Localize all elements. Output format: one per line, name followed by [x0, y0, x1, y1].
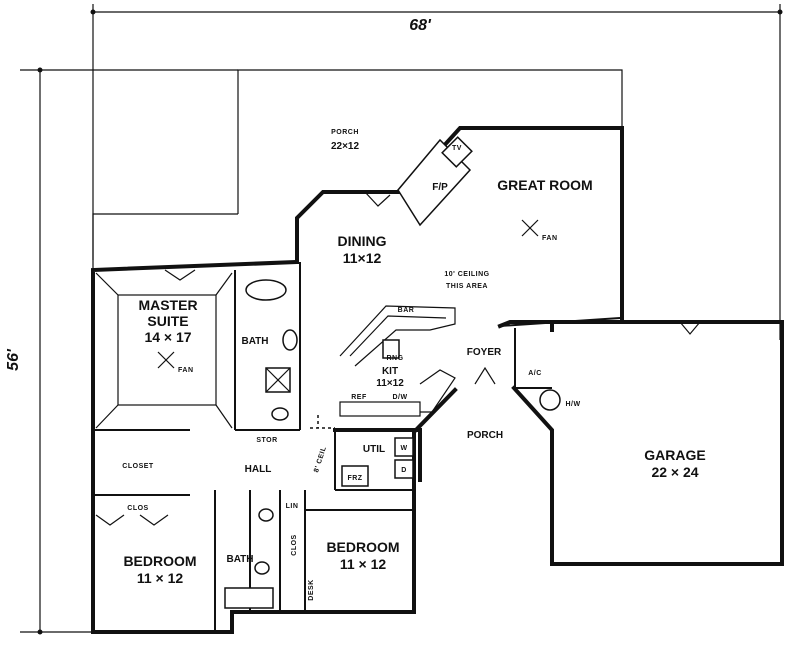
refrigerator-label: REF	[351, 394, 367, 401]
master-suite-label-1: MASTER	[138, 297, 197, 313]
kitchen-label: KIT	[382, 366, 398, 377]
freezer-label: FRZ	[347, 475, 362, 482]
master-fan-icon	[157, 351, 175, 369]
bedroom-left-size: 11 × 12	[137, 570, 184, 586]
hall-bath-label: BATH	[226, 554, 253, 565]
great-room-fan-icon	[521, 219, 539, 237]
exterior-walls	[91, 126, 784, 634]
great-room-label: GREAT ROOM	[497, 177, 592, 193]
bedroom-right-label: BEDROOM	[326, 539, 399, 555]
linen-closet-label: LIN	[286, 503, 299, 510]
width-label: 68'	[409, 17, 432, 34]
ac-label: A/C	[528, 370, 542, 377]
bedroom-right-size: 11 × 12	[340, 556, 387, 572]
master-fan-label: FAN	[178, 367, 194, 374]
fixtures	[95, 136, 701, 609]
bar-label: BAR	[398, 307, 415, 314]
washer-label: W	[400, 445, 407, 452]
kitchen-size: 11×12	[376, 378, 404, 389]
hall-label: HALL	[245, 464, 272, 475]
storage-label: STOR	[256, 437, 277, 444]
garage-size: 22 × 24	[651, 464, 698, 480]
ceiling-height-label: 8' CEIL	[313, 445, 328, 473]
dryer-label: D	[401, 467, 407, 474]
utility-label: UTIL	[363, 444, 385, 455]
master-suite-label-2: SUITE	[147, 313, 188, 329]
ceiling-note-line2: THIS AREA	[446, 283, 488, 290]
bedroom-right-closet-label: CLOS	[291, 534, 298, 555]
rear-porch-label: PORCH	[331, 129, 359, 136]
bedroom-left-closet-label: CLOS	[127, 505, 148, 512]
desk-label: DESK	[308, 579, 315, 600]
closet-label: CLOSET	[122, 463, 154, 470]
foyer-label: FOYER	[467, 347, 502, 358]
water-heater-label: H/W	[565, 401, 580, 408]
great-room-fan-label: FAN	[542, 235, 558, 242]
dining-size: 11×12	[343, 250, 382, 266]
depth-dimension: 56'	[5, 67, 238, 635]
rear-porch-size: 22×12	[331, 141, 360, 152]
dining-label: DINING	[338, 233, 387, 249]
rear-porch-outline	[92, 69, 623, 270]
master-bath-label: BATH	[241, 336, 268, 347]
master-suite-size: 14 × 17	[144, 329, 191, 345]
front-porch-label: PORCH	[467, 430, 503, 441]
dishwasher-label: D/W	[392, 394, 407, 401]
garage-label: GARAGE	[644, 447, 705, 463]
bedroom-left-label: BEDROOM	[123, 553, 196, 569]
range-label: RNG	[386, 355, 403, 362]
tv-label: TV	[452, 145, 462, 152]
ceiling-note-line1: 10' CEILING	[444, 271, 489, 278]
fireplace-label: F/P	[432, 182, 448, 193]
master-tray-ceiling	[95, 272, 233, 429]
depth-label: 56'	[5, 348, 22, 371]
